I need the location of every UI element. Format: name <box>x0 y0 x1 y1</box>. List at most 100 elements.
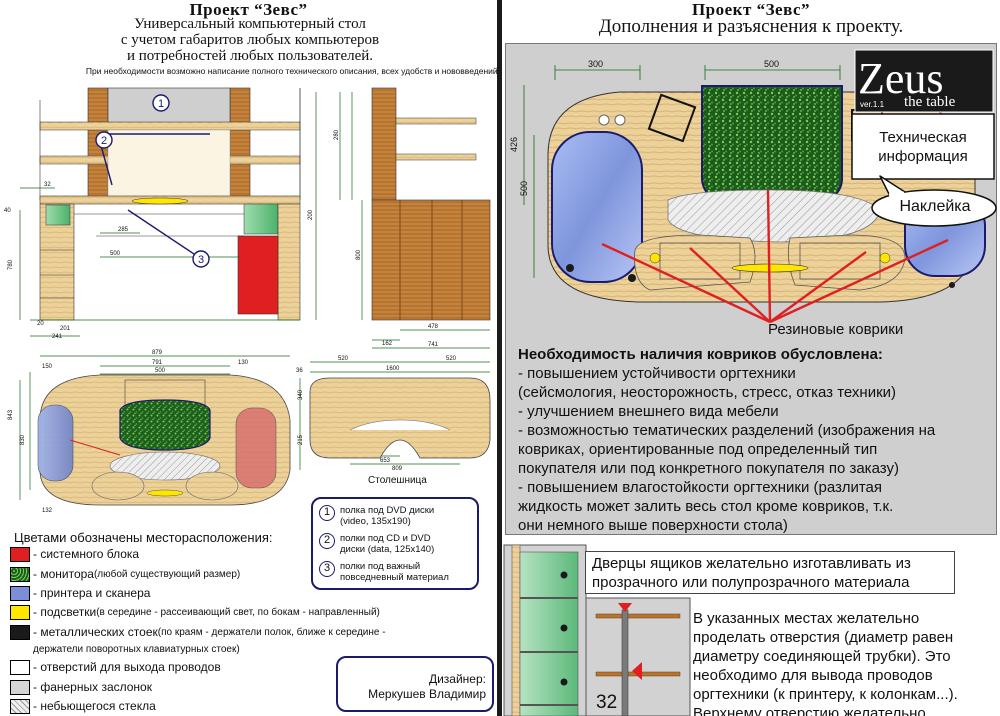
dim-label: 800 <box>356 249 362 260</box>
dim-label: 300 <box>588 59 603 69</box>
sticker-bubble <box>871 175 997 227</box>
tech-info-line: информация <box>878 148 968 165</box>
shelf-text: повседневный материал <box>340 572 449 583</box>
legend-swatch-yellow <box>10 604 30 620</box>
right-title: Проект “Зевс” <box>691 0 811 19</box>
front-view <box>39 87 491 321</box>
holes-note-line: необходимо для вывода проводов <box>693 667 933 684</box>
legend-swatch-blue <box>10 585 30 601</box>
rubber-mats-label: Резиновые коврики <box>768 321 904 338</box>
designer-name: Меркушев Владимир <box>368 687 486 701</box>
holes-note-line: проделать отверстия (диаметр равен <box>693 629 954 646</box>
dim-label: 201 <box>60 326 71 332</box>
shelf-text: полки под CD и DVD <box>340 533 431 544</box>
legend-note: (в середине - рассеивающий свет, по бока… <box>96 606 380 618</box>
legend-text: - фанерных заслонок <box>33 680 152 694</box>
dim-label: 520 <box>338 356 349 362</box>
dim-label: 653 <box>380 458 391 464</box>
dim-label: 879 <box>152 350 163 356</box>
holes-note-line: В указанных местах желательно <box>693 610 920 627</box>
dim-label: 132 <box>42 508 53 514</box>
mats-need-line: (сейсмология, неосторожность, стресс, от… <box>518 384 897 401</box>
right-subtitle: Дополнения и разъяснения к проекту. <box>598 16 904 37</box>
dim-label: 280 <box>334 129 340 140</box>
legend-text: - металлических стоек <box>33 625 158 639</box>
legend-text: - монитора <box>33 567 94 581</box>
dim-label: 36 <box>296 368 303 374</box>
top-view <box>37 374 291 506</box>
dim-label: 32 <box>44 182 51 188</box>
marker-3: 3 <box>198 254 204 266</box>
legend-item: - принтера и сканера <box>10 585 150 601</box>
dim-label: 130 <box>238 360 249 366</box>
zeus-logo: Zeus ver.1.1 the table <box>854 49 994 113</box>
keyboard-pad-left <box>634 234 756 291</box>
legend-note: держатели поворотных клавиатурных стоек) <box>33 643 240 655</box>
legend-swatch-red <box>10 546 30 562</box>
right-dimension-lines <box>523 65 841 278</box>
shelf-text: полка под DVD диски <box>340 505 435 516</box>
page-divider <box>497 0 502 716</box>
doors-note-line: Дверцы ящиков желательно изготавливать и… <box>592 555 911 572</box>
holes-note-line: оргтехники (к принтеру, к колонкам...). <box>693 686 958 703</box>
tech-info-line: Техническая <box>879 129 967 146</box>
shelf-text: (video, 135x190) <box>340 516 411 527</box>
legend-note: (по краям - держатели полок, ближе к сер… <box>157 626 386 638</box>
dim-label: 150 <box>42 364 53 370</box>
shelf-number: 1 <box>319 505 335 521</box>
mats-need-line: жидкость может залить весь стол кроме ко… <box>518 498 894 515</box>
dim-label: 500 <box>764 59 779 69</box>
holes-note: В указанных местах желательно проделать … <box>693 609 995 716</box>
rubber-mats-diagram: 300 500 426 500 <box>509 49 997 324</box>
holes-note-line: диаметру соединяющей трубки). Это <box>693 648 951 665</box>
legend-swatch-black <box>10 624 30 640</box>
dim-label: 215 <box>298 434 304 445</box>
mats-need-title: Необходимость наличия ковриков обусловле… <box>518 346 883 363</box>
mats-need-line: ковриках, ориентированные под определенн… <box>518 441 878 458</box>
mats-need-line: - повышением влагостойкости оргтехники (… <box>518 479 883 496</box>
shelf-number: 3 <box>319 561 335 577</box>
left-subtitle: Универсальный компьютерный стол с учетом… <box>20 16 480 64</box>
designer-label: Дизайнер: <box>428 672 486 686</box>
logo-main: Zeus <box>858 54 944 103</box>
logo-tagline: the table <box>904 94 956 110</box>
dimension-lines <box>19 92 490 500</box>
legend-text: - отверстий для выхода проводов <box>33 660 221 674</box>
dim-label: 780 <box>8 259 14 270</box>
left-subtitle-line: с учетом габаритов любых компьютеров <box>120 32 380 48</box>
legend-item: - металлических стоек (по краям - держат… <box>10 624 386 640</box>
left-subtitle-line: Универсальный компьютерный стол <box>134 16 366 32</box>
legend-text: - системного блока <box>33 547 140 561</box>
legend-swatch-green <box>10 566 30 582</box>
dim-label: 809 <box>392 466 403 472</box>
dim-label: 20 <box>37 321 44 327</box>
dim-label: 741 <box>428 342 439 348</box>
dim-label: 478 <box>428 324 439 330</box>
tech-info-text: Техническая информация <box>857 128 989 166</box>
legend-swatch-gray <box>10 679 30 695</box>
mats-need-line: - улучшением внешнего вида мебели <box>518 403 779 420</box>
dim-label: 843 <box>8 409 14 420</box>
legend-item: - системного блока <box>10 546 139 562</box>
right-dimension-texts: 300 500 426 500 <box>509 59 779 196</box>
legend-text: - принтера и сканера <box>33 586 151 600</box>
mats-need-line: - возможностью тематических разделений (… <box>518 422 936 439</box>
dim-label: 40 <box>4 208 11 214</box>
dim-label: 241 <box>52 334 63 340</box>
legend-text: - подсветки <box>33 605 97 619</box>
logo-version: ver.1.1 <box>860 100 885 109</box>
shelf-legend-box: 1 полка под DVD диски(video, 135x190) 2 … <box>311 497 479 590</box>
legend-item: - подсветки (в середине - рассеивающий с… <box>10 604 380 620</box>
shelf-text: полки под важный <box>340 561 421 572</box>
sticker-label: Наклейка <box>899 198 971 215</box>
dim-32-label: 32 <box>596 692 618 713</box>
shelf-text: диски (data, 125x140) <box>340 544 435 555</box>
dim-label: 285 <box>118 227 129 233</box>
doors-note-line: прозрачного или полупрозрачного материал… <box>592 574 910 591</box>
left-note: При необходимости возможно написание пол… <box>85 66 500 76</box>
legend-continuation: держатели поворотных клавиатурных стоек) <box>33 641 240 657</box>
left-title: Проект “Зевс” <box>189 0 308 19</box>
legend-text: - небьющегося стекла <box>33 699 156 713</box>
